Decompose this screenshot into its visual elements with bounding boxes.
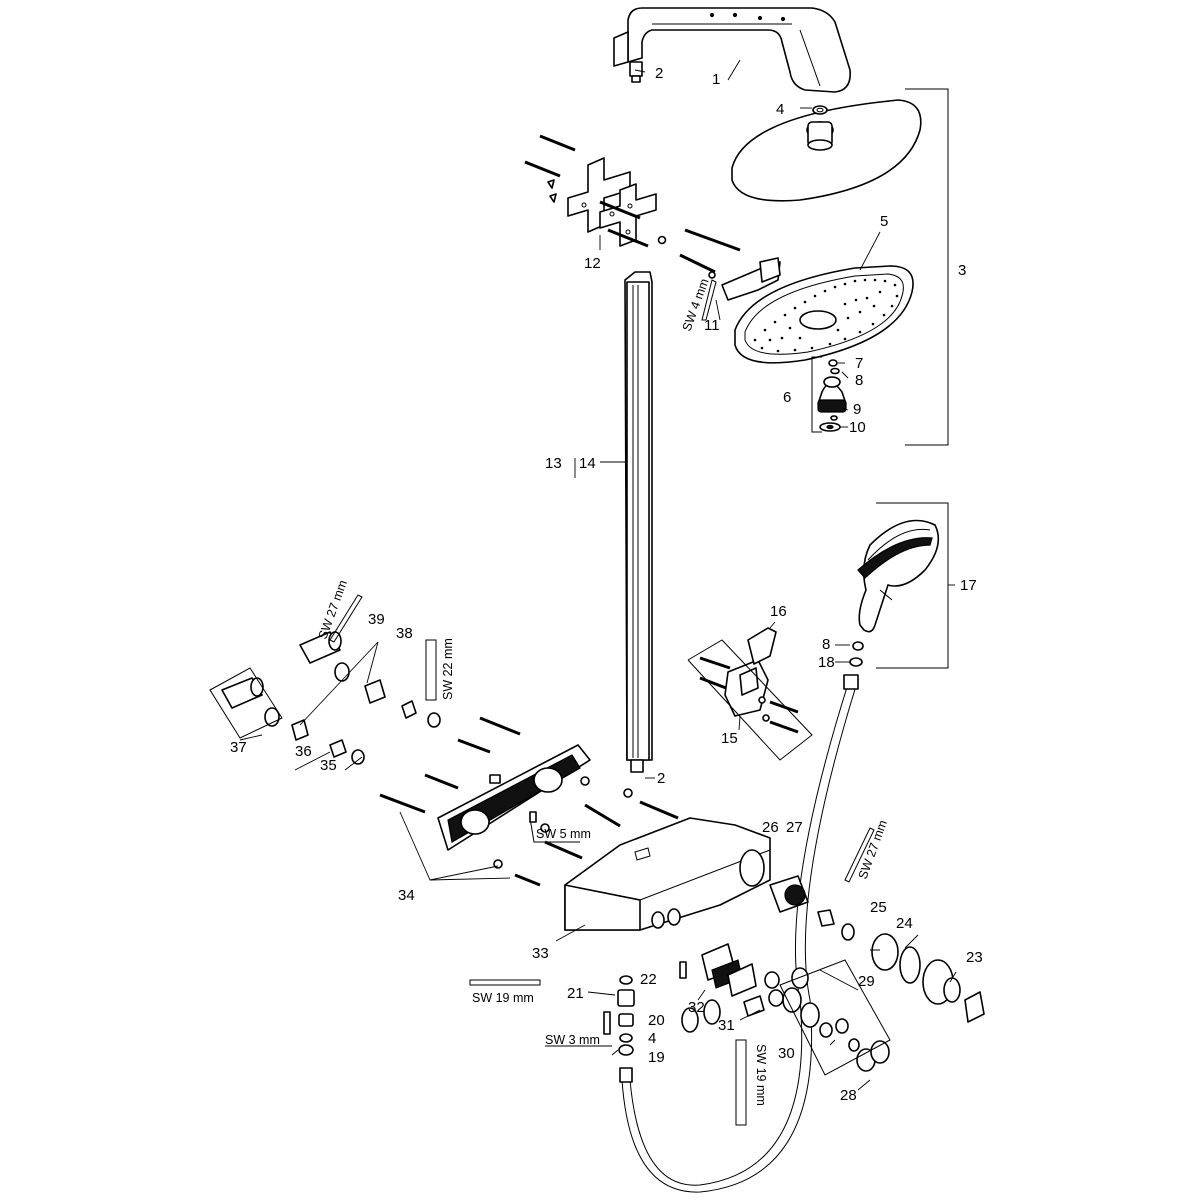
tool-label-sw27-right: SW 27 mm	[856, 818, 890, 881]
trim-group-bracket	[779, 959, 891, 1076]
holder-cover-cap	[747, 627, 777, 665]
label-18: 18	[818, 654, 835, 671]
plate-screws	[379, 716, 679, 887]
label-28: 28	[840, 1087, 857, 1104]
hand-shower	[857, 519, 940, 633]
label-27: 27	[786, 819, 803, 836]
inlet-leaders	[239, 641, 379, 771]
label-34: 34	[398, 887, 415, 904]
label-20: 20	[648, 1012, 665, 1029]
label-7: 7	[855, 355, 863, 372]
seal-washer	[830, 415, 838, 421]
label-25: 25	[870, 899, 887, 916]
hand-shower-bracket	[876, 502, 949, 669]
wrench-19mm-left	[469, 979, 541, 986]
wrench-19mm-bottom	[735, 1039, 747, 1126]
o-ring-small	[830, 367, 840, 375]
label-8-top: 8	[855, 372, 863, 389]
overhead-shower-body	[731, 99, 922, 202]
label-4-bottom: 4	[648, 1030, 656, 1047]
shower-rail	[624, 271, 653, 761]
wrench-27mm-right	[844, 827, 875, 883]
tool-label-sw19-bottom: SW 19 mm	[754, 1044, 768, 1106]
label-9: 9	[853, 401, 861, 418]
shower-hose	[619, 674, 859, 1193]
thermostat-body	[564, 817, 771, 931]
label-5: 5	[880, 213, 888, 230]
hex-key-tool-5mm	[529, 811, 580, 843]
thermo-cartridges	[681, 943, 784, 1033]
label-22: 22	[640, 971, 657, 988]
valve-group-bracket	[811, 356, 822, 433]
tool-label-sw27-top: SW 27 mm	[316, 578, 350, 641]
label-4-top: 4	[776, 101, 784, 118]
label-14: 14	[579, 455, 596, 472]
label-1: 1	[712, 71, 720, 88]
cartridge-parts	[817, 909, 985, 1023]
label-39: 39	[368, 611, 385, 628]
spindle-parts	[603, 961, 687, 1056]
label-8-mid: 8	[822, 636, 830, 653]
tool-label-sw19-left: SW 19 mm	[472, 991, 534, 1005]
label-16: 16	[770, 603, 787, 620]
hand-shower-seal	[849, 657, 863, 667]
label-35: 35	[320, 757, 337, 774]
label-10: 10	[849, 419, 866, 436]
label-2-mid: 2	[657, 770, 665, 787]
adapter-fittings	[291, 679, 386, 741]
wall-screws-top	[524, 134, 649, 248]
label-26: 26	[762, 819, 779, 836]
part-labels: 1 2 3 4 5 6 7 8 9 10 11 12 13 14 15 16 1…	[230, 65, 983, 1104]
label-31: 31	[718, 1017, 735, 1034]
label-37: 37	[230, 739, 247, 756]
label-11: 11	[704, 317, 720, 334]
arm-connector-nut	[629, 61, 643, 83]
label-38: 38	[396, 625, 413, 642]
non-return-valves	[329, 700, 417, 758]
holder-group-bracket	[687, 639, 813, 761]
spray-face-plate	[734, 265, 914, 364]
flow-disc	[819, 422, 841, 432]
wrench-22mm	[425, 639, 437, 701]
head-group-bracket	[905, 88, 949, 446]
rail-bottom-connector	[630, 759, 644, 773]
label-17: 17	[960, 577, 977, 594]
seal-ring	[812, 105, 828, 115]
diverter-knob	[769, 875, 809, 913]
label-24: 24	[896, 915, 913, 932]
label-33: 33	[532, 945, 549, 962]
label-12: 12	[584, 255, 601, 272]
inlet-connector-left	[221, 677, 264, 709]
label-23: 23	[966, 949, 983, 966]
label-32: 32	[688, 999, 705, 1016]
label-15: 15	[721, 730, 738, 747]
wall-mounting-plate	[437, 744, 591, 851]
label-6: 6	[783, 389, 791, 406]
label-19: 19	[648, 1049, 665, 1066]
tool-label-sw3: SW 3 mm	[545, 1033, 600, 1047]
small-screw	[828, 359, 838, 367]
label-36: 36	[295, 743, 312, 760]
label-21: 21	[567, 985, 584, 1002]
arm-mounting-clamp	[657, 228, 781, 301]
label-30: 30	[778, 1045, 795, 1062]
misc-leaders	[555, 924, 957, 1091]
label-leaders	[574, 59, 955, 779]
label-29: 29	[858, 973, 875, 990]
diverter-cartridge	[817, 376, 847, 413]
hex-key-tool-4mm	[701, 279, 717, 321]
plate-screws-leaders	[399, 811, 511, 881]
overhead-shower-arm	[613, 7, 852, 93]
label-3: 3	[958, 262, 966, 279]
label-13: 13	[545, 455, 562, 472]
wrench-27mm-top	[329, 594, 363, 643]
label-2-top: 2	[655, 65, 663, 82]
holder-screws	[699, 656, 799, 734]
tool-label-sw5: SW 5 mm	[536, 827, 591, 841]
inlet-group-bracket	[209, 667, 283, 739]
spray-nozzles	[753, 278, 899, 353]
hand-shower-nut	[852, 641, 864, 651]
tool-label-sw22: SW 22 mm	[441, 638, 455, 700]
